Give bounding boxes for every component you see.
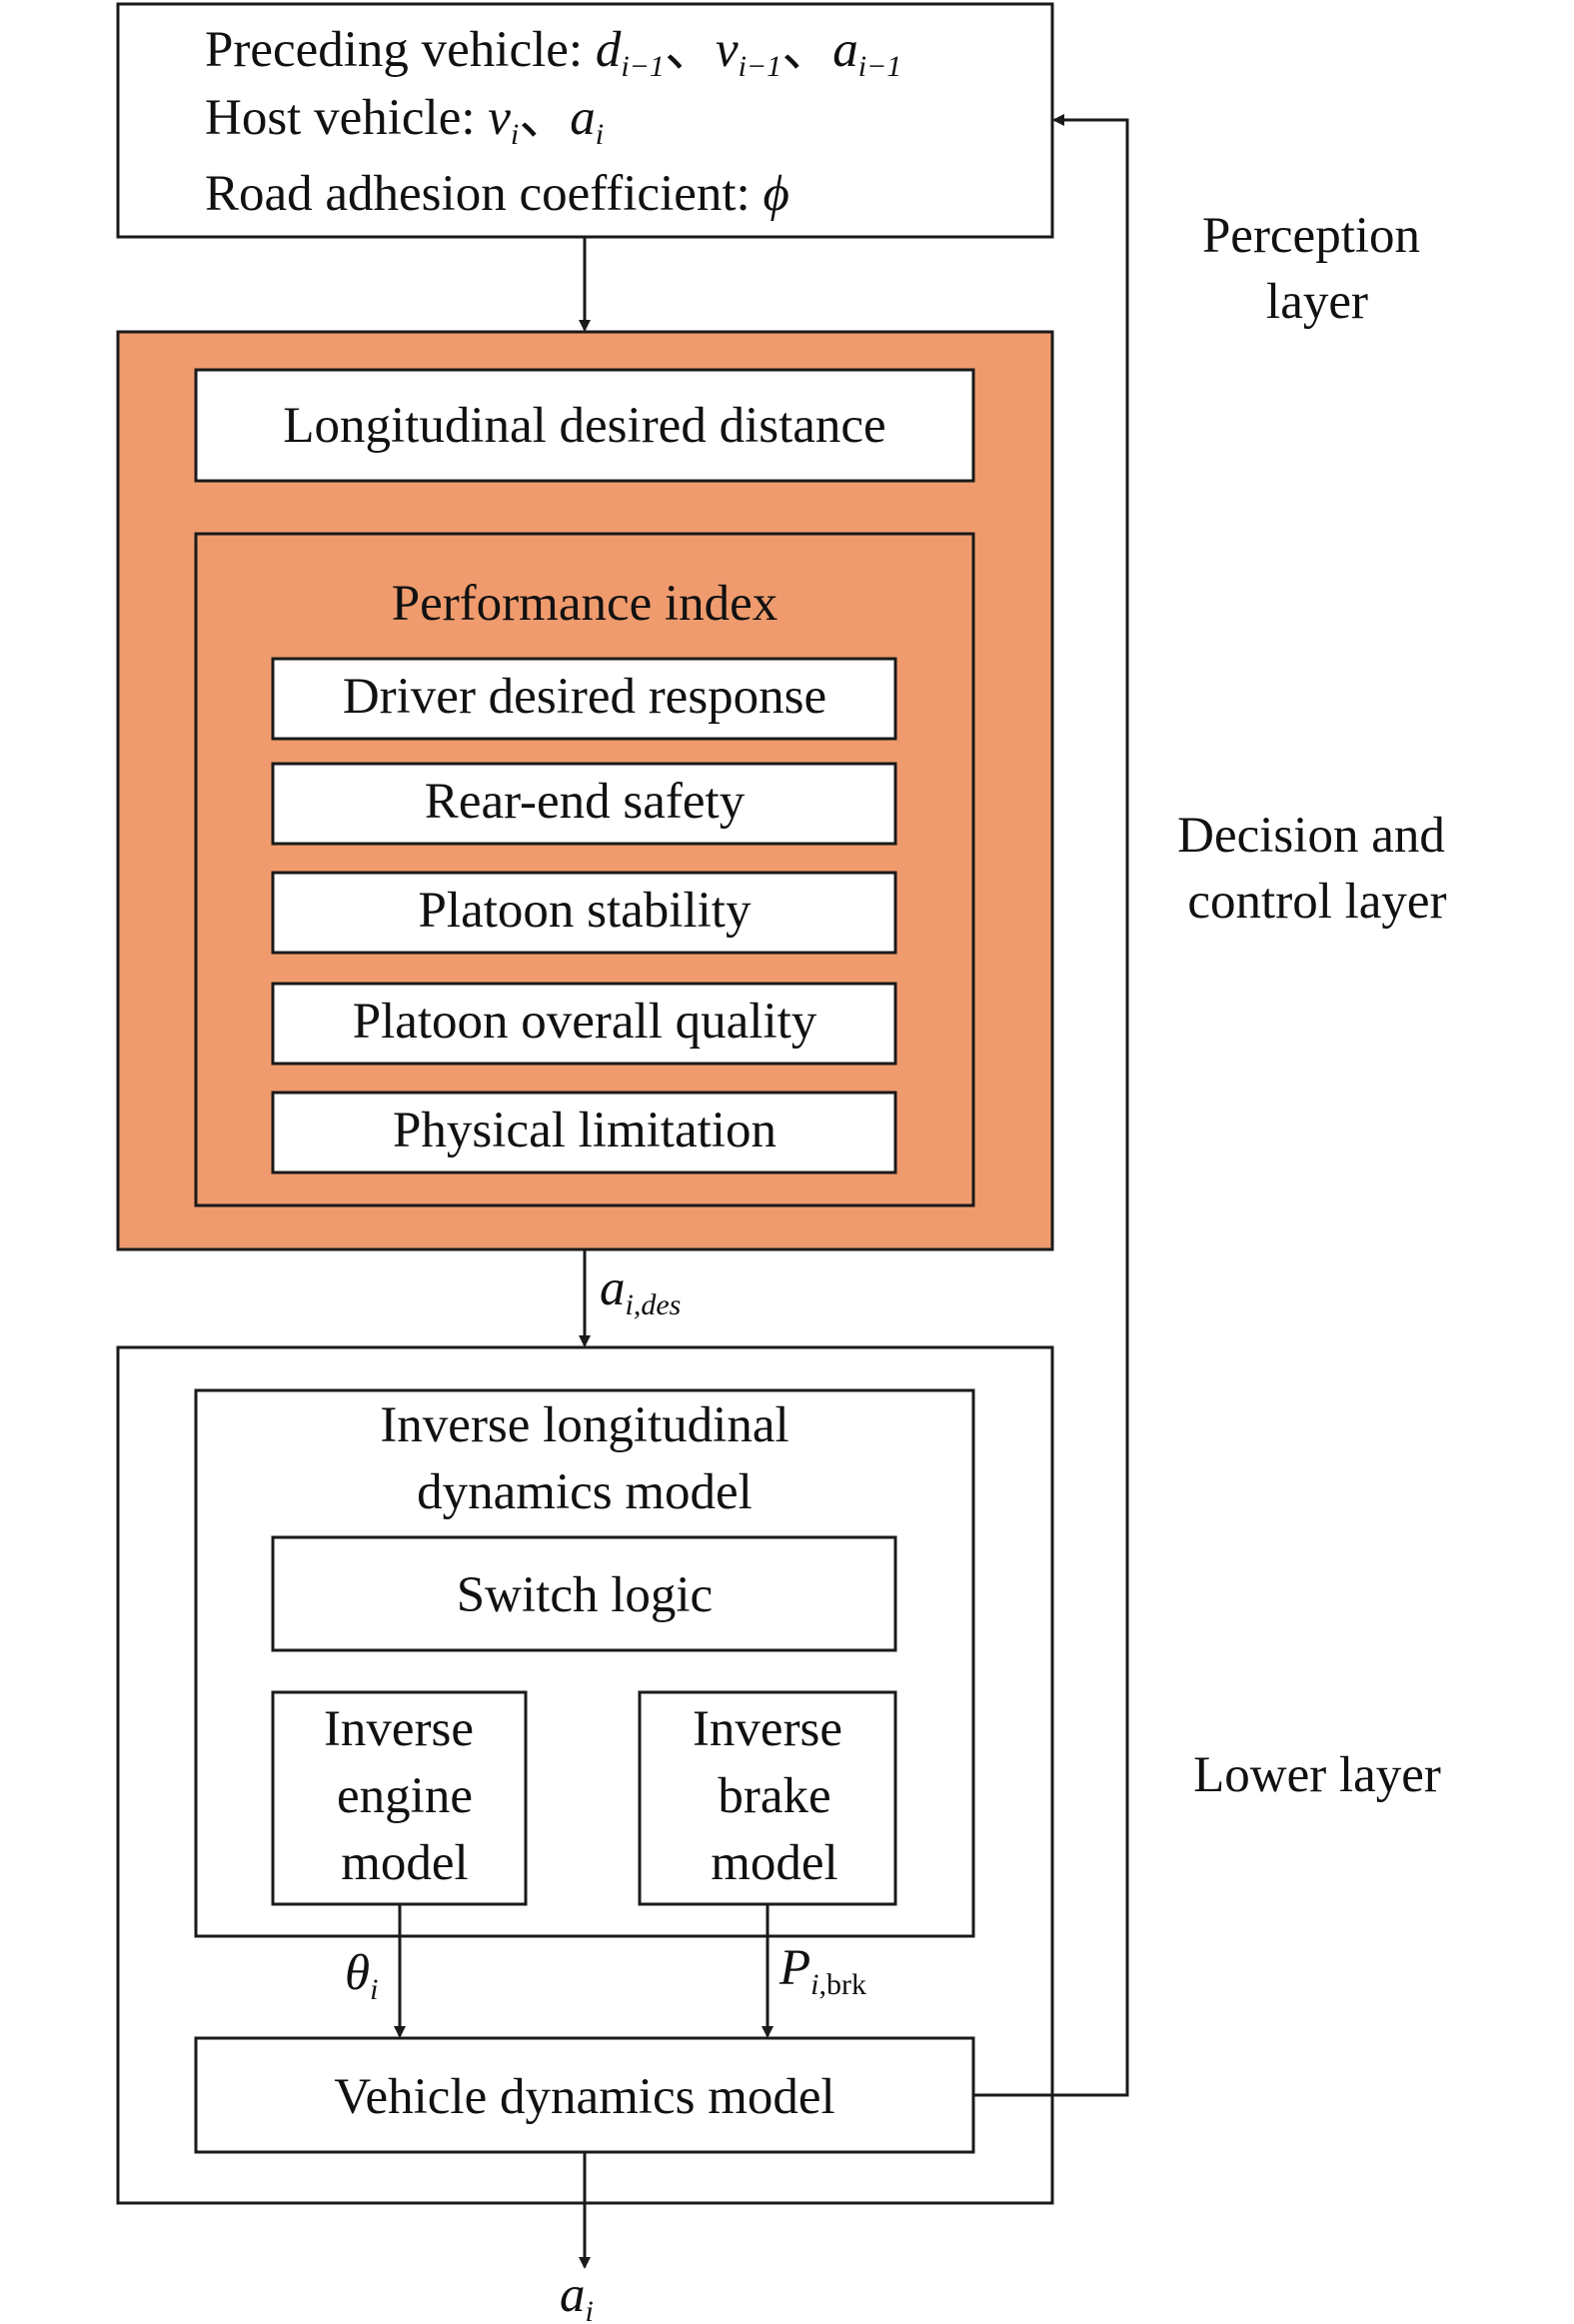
performance-item-label: Rear-end safety — [425, 774, 746, 830]
decision-layer-label-line1: Decision and — [1177, 808, 1445, 864]
performance-item-box — [271, 871, 897, 955]
performance-item-box — [271, 657, 897, 741]
desired-acceleration-label: ai,des — [600, 1260, 681, 1321]
decision-layer-label-line2: control layer — [1187, 874, 1446, 930]
inverse-dynamics-box — [194, 1388, 975, 1938]
brake-pressure-label: Pi,brk — [779, 1940, 866, 2001]
inverse-dynamics-title-line1: Inverse longitudinal — [380, 1397, 788, 1453]
perception-box — [116, 2, 1054, 239]
performance-item-label: Physical limitation — [393, 1103, 777, 1159]
inverse-dynamics-title-line2: dynamics model — [417, 1464, 753, 1520]
inverse-engine-line1: Inverse — [324, 1701, 474, 1757]
inverse-engine-line2: engine — [337, 1768, 473, 1824]
inverse-brake-line1: Inverse — [693, 1701, 842, 1757]
switch-logic-label: Switch logic — [457, 1567, 713, 1623]
inverse-engine-box — [271, 1690, 528, 1906]
performance-index-title: Performance index — [392, 576, 779, 632]
switch-logic-box — [271, 1535, 897, 1652]
performance-item-box — [271, 762, 897, 846]
performance-item-box — [271, 982, 897, 1066]
desired-distance-label: Longitudinal desired distance — [283, 398, 885, 454]
inverse-brake-box — [638, 1690, 897, 1906]
lower-layer-label: Lower layer — [1193, 1747, 1441, 1803]
road-adhesion-text: Road adhesion coefficient: ϕ — [205, 166, 789, 222]
inverse-engine-line3: model — [341, 1835, 468, 1891]
performance-item-label: Platoon stability — [419, 883, 752, 939]
inverse-brake-line2: brake — [718, 1768, 830, 1824]
preceding-vehicle-text: Preceding vehicle: di−1、vi−1、ai−1 — [205, 22, 901, 83]
host-vehicle-text: Host vehicle: vi、ai — [205, 90, 604, 151]
performance-index-box — [194, 532, 975, 1207]
inverse-brake-line3: model — [711, 1835, 837, 1891]
performance-item-label: Platoon overall quality — [353, 994, 817, 1050]
performance-item-box — [271, 1091, 897, 1174]
feedback-arrow — [973, 114, 1129, 2097]
output-acceleration-label: ai — [560, 2267, 594, 2324]
throttle-angle-label: θi — [345, 1945, 378, 2006]
perception-layer-label-line1: Perception — [1202, 208, 1420, 264]
perception-layer-label-line2: layer — [1266, 274, 1368, 330]
desired-distance-box — [194, 368, 975, 483]
performance-item-label: Driver desired response — [343, 669, 826, 725]
vehicle-dynamics-label: Vehicle dynamics model — [334, 2069, 834, 2125]
